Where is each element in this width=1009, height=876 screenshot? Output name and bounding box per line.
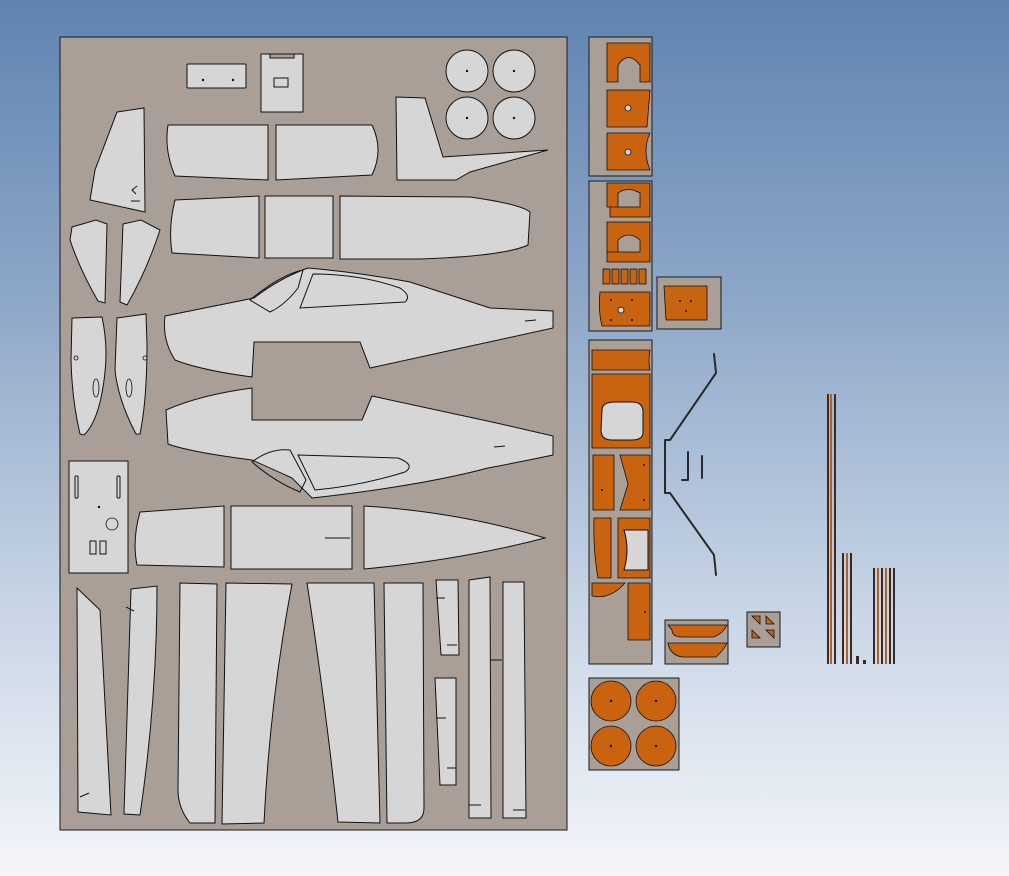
ply-small-1 [656, 276, 722, 330]
rod-short [850, 553, 852, 664]
ply-sheet-3 [588, 339, 653, 665]
rod-short [885, 568, 887, 664]
rod-short [877, 568, 879, 664]
ply-sheet-2 [588, 180, 653, 332]
foam-part-tips-a [69, 219, 161, 306]
rod-stub [863, 660, 866, 664]
foam-part-ailerons [434, 579, 460, 786]
foam-part-small-tab [186, 63, 247, 89]
foam-part-fuselage-side-upper [164, 267, 554, 378]
foam-part-wing-strip [134, 505, 547, 570]
ply-small-2 [664, 619, 729, 665]
landing-gear-wires [664, 353, 717, 576]
foam-part-tips-b [70, 313, 148, 436]
rod-short [889, 568, 891, 664]
rod-short [893, 568, 895, 664]
rod-short [842, 553, 844, 664]
foam-part-top-deck [166, 124, 379, 181]
rod-long [830, 394, 832, 664]
foam-wheels [445, 49, 536, 140]
foam-part-firewall-plate [260, 53, 304, 113]
foam-part-wing-panel-center-right [306, 582, 425, 824]
rod-long [827, 394, 829, 664]
foam-part-fin [89, 107, 146, 213]
foam-part-wing-panel-left [76, 585, 158, 816]
foam-part-center-plate [68, 460, 129, 574]
rod-short [873, 568, 875, 664]
rods [827, 394, 895, 664]
ply-small-3 [746, 611, 781, 648]
foam-part-spars [468, 576, 527, 819]
foam-sheet [59, 36, 568, 831]
rod-short [881, 568, 883, 664]
rod-long [834, 394, 836, 664]
foam-part-bottom-strip [170, 195, 531, 260]
ply-wheels [588, 677, 680, 771]
foam-part-rudder [395, 96, 549, 181]
rod-stub [856, 656, 859, 664]
ply-sheet-1 [588, 36, 653, 177]
foam-part-fuselage-side-lower [165, 387, 554, 499]
rod-short [846, 553, 848, 664]
foam-part-wing-panel-center-left [177, 582, 293, 825]
